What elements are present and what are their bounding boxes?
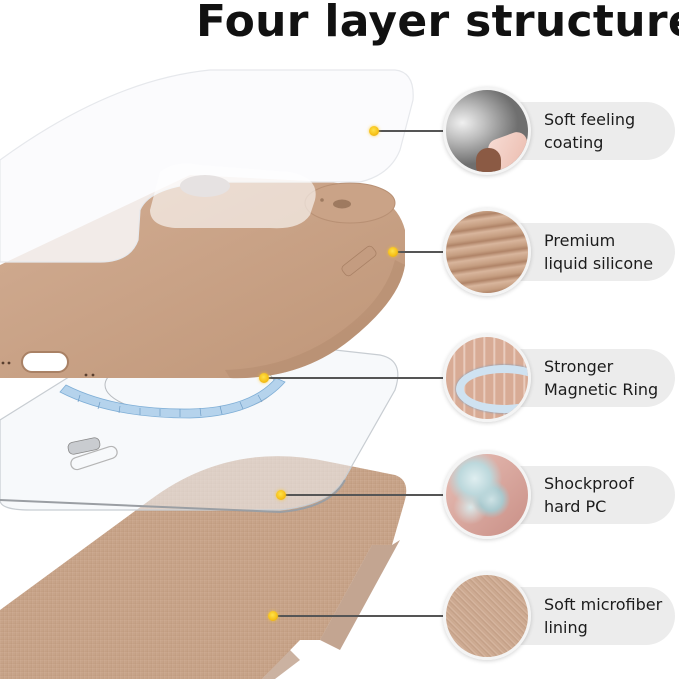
feature-label-pc: Shockproof hard PC xyxy=(544,474,634,516)
magnetic-ring-icon xyxy=(443,334,531,422)
liquid-silicone-icon xyxy=(443,208,531,296)
feature-label-silicone: Premium liquid silicone xyxy=(544,231,654,273)
connector-line xyxy=(393,251,453,253)
connector-line xyxy=(273,615,453,617)
spray-coating-icon xyxy=(443,87,531,175)
marker-dot xyxy=(388,247,398,257)
connector-line xyxy=(264,377,454,379)
marker-dot xyxy=(276,490,286,500)
feature-label-coating: Soft feeling coating xyxy=(544,110,636,152)
magnetic-ring-layer xyxy=(59,377,286,419)
microfiber-lining-icon xyxy=(443,572,531,660)
feature-label-microfiber: Soft microfiber lining xyxy=(544,595,663,637)
marker-dot xyxy=(268,611,278,621)
soft-coating-layer xyxy=(0,69,414,263)
feature-label-magnet: Stronger Magnetic Ring xyxy=(544,357,659,399)
connector-line xyxy=(281,494,454,496)
marker-dot xyxy=(369,126,379,136)
marker-dot xyxy=(259,373,269,383)
microfiber-lining-layer xyxy=(0,456,407,679)
shockproof-pc-icon xyxy=(443,451,531,539)
page-title: Four layer structure xyxy=(196,0,679,47)
connector-line xyxy=(374,130,454,132)
